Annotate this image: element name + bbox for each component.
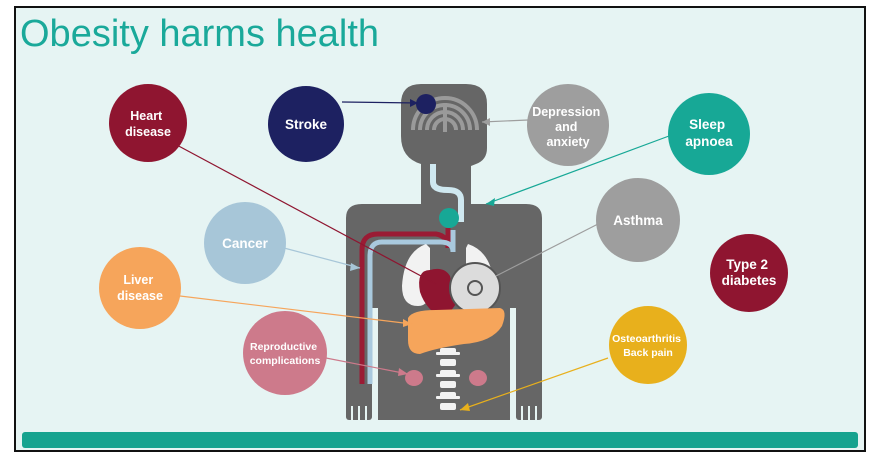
connector-arrowheads: [350, 99, 495, 411]
bubble-reproductive-line1: Reproductive: [250, 341, 317, 353]
svg-text:Depression and: Depression and anxiety: [532, 105, 604, 149]
bubble-osteoarthritis-circle: [609, 306, 687, 384]
bubble-osteoarthritis-line2: Back pain: [623, 347, 673, 359]
bubble-sleep-apnoea: Sleep apnoea: [668, 93, 750, 175]
blue-vein: [367, 230, 456, 384]
connector-liver: [179, 295, 413, 325]
bubble-stroke-line1: Stroke: [285, 117, 328, 132]
bubble-reproductive-circle: [243, 311, 327, 395]
svg-text:Cancer: Cancer: [222, 236, 269, 251]
bubble-depression-line3: anxiety: [546, 135, 589, 149]
svg-text:Osteoarthritis Back pa: Osteoarthritis Back pain: [612, 333, 684, 359]
connector-sleep-apnoea: [485, 135, 670, 205]
bubble-type2-diabetes: Type 2 diabetes: [710, 234, 788, 312]
bubble-asthma-circle: [596, 178, 680, 262]
bubble-liver-disease-circle: [99, 247, 181, 329]
bubble-osteoarthritis-line1: Osteoarthritis: [612, 333, 681, 345]
bubble-asthma-line1: Asthma: [613, 213, 663, 228]
brain-graphic: [411, 96, 479, 132]
stroke-marker-dot: [416, 94, 436, 114]
bubble-heart-disease: Heart disease: [109, 84, 187, 162]
bubble-heart-disease-line2: disease: [125, 125, 171, 139]
footer-bar: [22, 432, 858, 448]
svg-text:Stroke: Stroke: [285, 117, 328, 132]
bubble-depression-line1: Depression: [532, 105, 600, 119]
connector-stroke: [341, 101, 419, 104]
liver-organ: [408, 308, 505, 354]
bubble-cancer-circle: [204, 202, 286, 284]
bubble-liver-disease-line2: disease: [117, 289, 163, 303]
slide: Obesity harms health: [14, 6, 866, 452]
throat-marker-dot: [439, 208, 459, 228]
left-ovary: [405, 370, 423, 386]
bubble-osteoarthritis: Osteoarthritis Back pain: [609, 306, 687, 384]
svg-text:Type 2 diabetes: Type 2 diabetes: [722, 257, 777, 288]
bubble-type2-diabetes-line2: diabetes: [722, 273, 777, 288]
obesity-body-diagram: Heart disease Stroke Depression and anxi…: [99, 84, 788, 420]
bubble-stroke: Stroke: [268, 86, 344, 162]
bubble-type2-diabetes-circle: [710, 234, 788, 312]
svg-text:Sleep apnoea: Sleep apnoea: [685, 117, 733, 149]
svg-text:Asthma: Asthma: [613, 213, 663, 228]
bubble-depression-circle: [527, 84, 609, 166]
svg-text:Reproductive complicat: Reproductive complications: [250, 341, 321, 367]
bubble-reproductive: Reproductive complications: [243, 311, 327, 395]
bubble-sleep-apnoea-line1: Sleep: [689, 117, 725, 132]
bubble-liver-disease: Liver disease: [99, 247, 181, 329]
bubble-depression: Depression and anxiety: [527, 84, 609, 166]
bubble-heart-disease-line1: Heart: [130, 109, 163, 123]
connector-osteoarthritis: [459, 357, 609, 411]
bubble-sleep-apnoea-line2: apnoea: [685, 134, 733, 149]
slide-title: Obesity harms health: [20, 13, 380, 55]
right-ovary: [469, 370, 487, 386]
connector-lines: [159, 101, 670, 411]
bubble-heart-disease-circle: [109, 84, 187, 162]
airway-tube: [430, 164, 464, 222]
bubble-reproductive-line2: complications: [250, 355, 321, 367]
bubble-cancer-line1: Cancer: [222, 236, 269, 251]
heart-organ: [419, 268, 456, 320]
connector-cancer: [283, 247, 361, 269]
spine-graphic: [436, 348, 460, 410]
connector-reproductive: [325, 357, 409, 375]
svg-text:Heart disease: Heart disease: [125, 109, 171, 139]
bubble-cancer: Cancer: [204, 202, 286, 284]
bubble-sleep-apnoea-circle: [668, 93, 750, 175]
bubble-stroke-circle: [268, 86, 344, 162]
asthma-target-graphic: [449, 262, 501, 314]
connector-heart: [159, 135, 437, 285]
bubble-type2-diabetes-line1: Type 2: [726, 257, 768, 272]
connector-asthma: [495, 223, 599, 277]
bubble-liver-disease-line1: Liver: [123, 273, 153, 287]
bubble-asthma: Asthma: [596, 178, 680, 262]
svg-text:Liver disease: Liver disease: [117, 273, 163, 303]
bubble-depression-line2: and: [555, 120, 577, 134]
